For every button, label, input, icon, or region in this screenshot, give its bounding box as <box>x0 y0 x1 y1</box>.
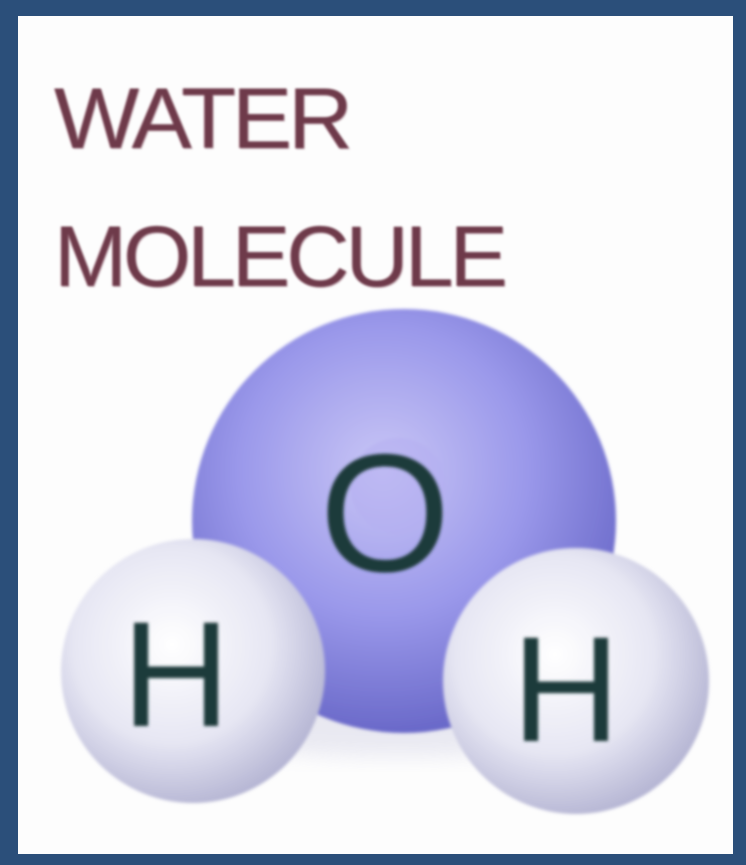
hydrogen-right-label: H <box>512 605 620 773</box>
title-line-water: WATER <box>54 71 353 167</box>
image-canvas: WATER MOLECULE <box>18 16 733 854</box>
image-title: WATER MOLECULE <box>54 76 508 300</box>
hydrogen-atom-left <box>61 539 325 803</box>
hydrogen-atom-right <box>443 548 709 814</box>
title-line-molecule: MOLECULE <box>54 209 508 305</box>
oxygen-label: O <box>320 419 451 607</box>
water-molecule-illustration: O H H <box>61 309 709 814</box>
hydrogen-left-label: H <box>122 590 230 758</box>
